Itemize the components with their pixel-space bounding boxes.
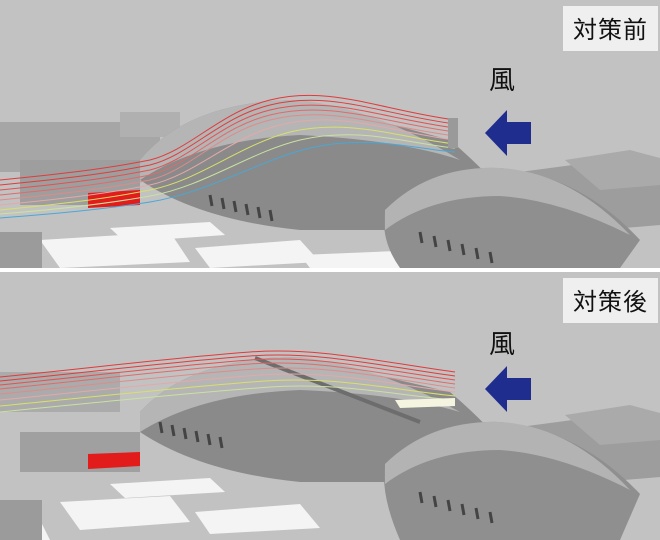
ground-lot — [110, 222, 225, 242]
wind-label: 風 — [489, 330, 516, 360]
streamline-source — [448, 118, 458, 148]
dome-roof-top — [385, 167, 630, 235]
panel-after: 対策後 風 — [0, 272, 660, 540]
left-arrow-icon — [485, 366, 531, 412]
scene-after — [0, 272, 660, 540]
building — [0, 500, 42, 540]
building — [120, 112, 180, 137]
ground-lot — [40, 232, 190, 268]
building — [565, 150, 660, 190]
highlight-building — [88, 452, 140, 469]
ground-lot — [60, 496, 190, 530]
dome-roof-top — [140, 357, 460, 432]
wind-label: 風 — [489, 66, 516, 96]
panel-divider — [0, 268, 660, 272]
left-arrow-icon — [485, 110, 531, 156]
windbreak-wall — [254, 356, 421, 424]
dome-roof-top — [140, 100, 460, 180]
ground-lot — [195, 240, 320, 268]
ground-lot — [110, 478, 225, 498]
panel-label-after: 対策後 — [563, 278, 658, 323]
panel-label-before: 対策前 — [563, 6, 658, 51]
streamlines — [0, 94, 456, 219]
roof-supports — [158, 421, 494, 524]
streamlines — [0, 350, 456, 413]
building — [565, 405, 660, 445]
dome-roof-top — [385, 421, 630, 490]
roof-supports — [208, 194, 494, 264]
streamline-source — [395, 398, 455, 408]
scene-before — [0, 0, 660, 268]
panel-before: 対策前 風 — [0, 0, 660, 268]
ground-lot — [195, 504, 320, 534]
building — [0, 232, 42, 268]
